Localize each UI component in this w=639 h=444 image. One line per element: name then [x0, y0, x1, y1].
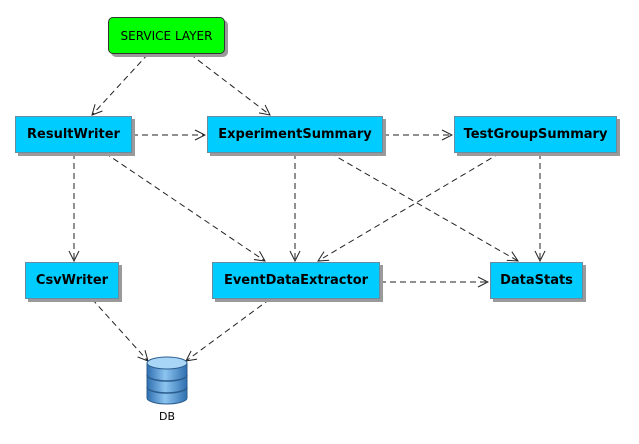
- edge-service-layer-to-experiment-summary: [189, 53, 270, 115]
- db-label: DB: [158, 410, 176, 423]
- database-icon: [146, 356, 188, 405]
- edge-event-data-extractor-to-db: [186, 298, 271, 361]
- result-writer-node[interactable]: ResultWriter: [15, 116, 132, 153]
- edge-csv-writer-to-db: [91, 298, 148, 361]
- edge-test-group-summary-to-event-data-extractor: [318, 152, 501, 261]
- data-stats-node[interactable]: DataStats: [490, 262, 583, 299]
- experiment-summary-node[interactable]: ExperimentSummary: [207, 116, 383, 153]
- service-layer-node[interactable]: SERVICE LAYER: [108, 17, 225, 54]
- edge-experiment-summary-to-data-stats: [329, 152, 518, 261]
- test-group-summary-node[interactable]: TestGroupSummary: [454, 116, 617, 153]
- edge-result-writer-to-event-data-extractor: [104, 152, 265, 261]
- event-data-extractor-node[interactable]: EventDataExtractor: [212, 262, 380, 299]
- csv-writer-node[interactable]: CsvWriter: [25, 262, 119, 299]
- edge-service-layer-to-result-writer: [92, 53, 149, 115]
